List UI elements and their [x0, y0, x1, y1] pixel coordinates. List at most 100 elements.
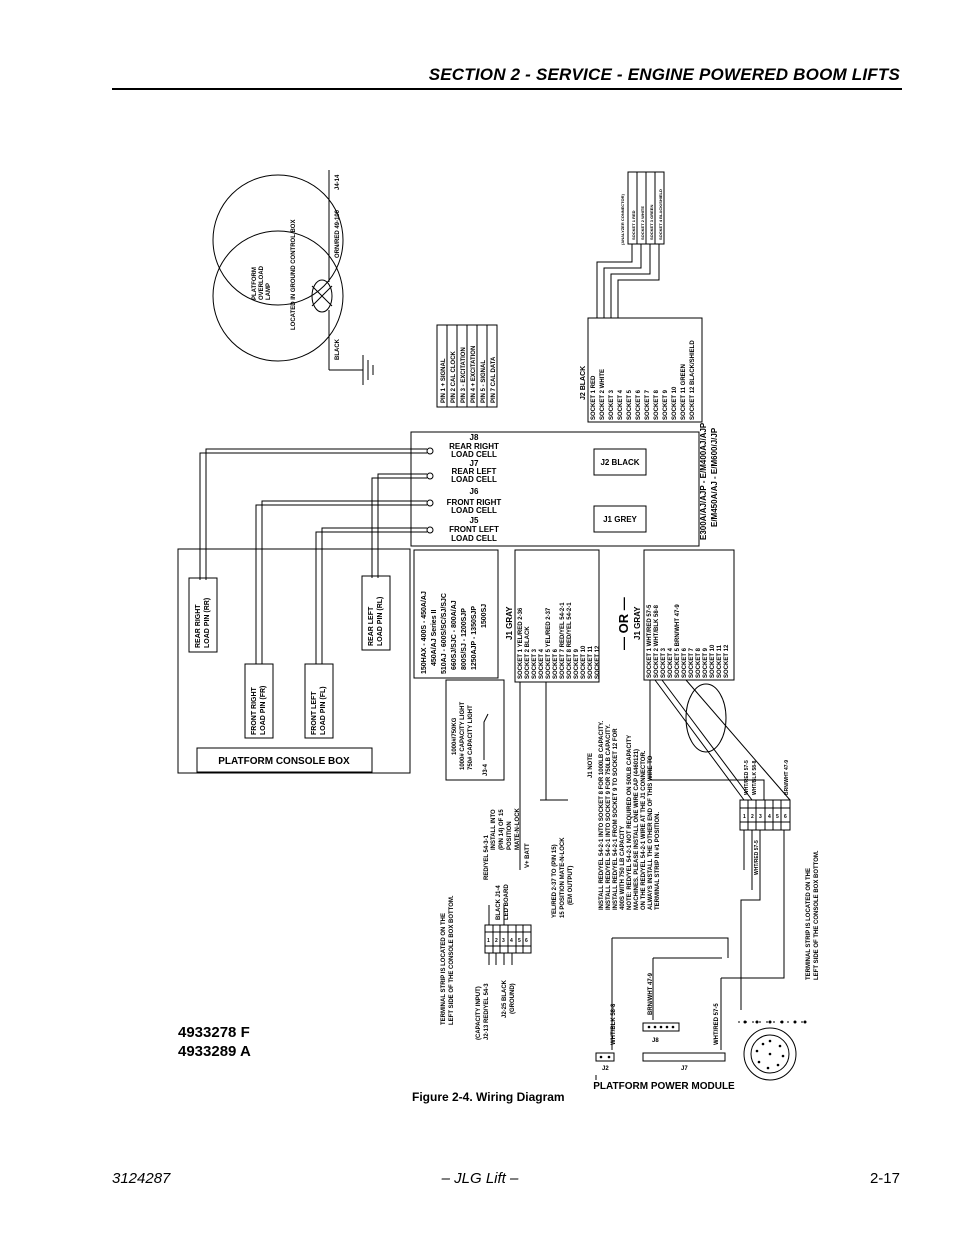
round-connector-pins — [599, 1020, 807, 1070]
wire-wht-blk-to-j2 — [612, 937, 729, 958]
svg-text:WHT/RED 57-5: WHT/RED 57-5 — [754, 840, 760, 875]
wire-black-label: BLACK — [335, 338, 341, 360]
svg-text:PIN 4 + EXCITATION: PIN 4 + EXCITATION — [471, 346, 477, 403]
svg-text:ALWAYS INSTALL THE OTHER END O: ALWAYS INSTALL THE OTHER END OF THIS WIR… — [648, 755, 654, 910]
power-module-j7-label: J7 — [681, 1066, 688, 1072]
svg-text:SOCKET 11: SOCKET 11 — [588, 645, 594, 679]
svg-text:SOCKET 12 BLACK/SHIELD: SOCKET 12 BLACK/SHIELD — [690, 340, 696, 420]
svg-text:LOAD PIN (FL): LOAD PIN (FL) — [320, 686, 327, 735]
svg-text:J8: J8 — [470, 433, 479, 442]
svg-text:150HAX - 400S - 450A/AJ: 150HAX - 400S - 450A/AJ — [421, 591, 428, 674]
svg-text:PIN 3 - EXCITATION: PIN 3 - EXCITATION — [461, 347, 467, 403]
svg-text:SOCKET 9: SOCKET 9 — [663, 389, 669, 420]
svg-text:V+ BATT: V+ BATT — [525, 843, 531, 868]
svg-text:800S/SJ - 1200SJP: 800S/SJ - 1200SJP — [461, 608, 468, 670]
j4-14-label: J4-14 — [335, 174, 341, 190]
section-header-title: SECTION 2 - SERVICE - ENGINE POWERED BOO… — [428, 65, 900, 84]
wire-wht-red-return — [721, 830, 785, 979]
svg-text:SOCKET 1 YEL/RED 2-36: SOCKET 1 YEL/RED 2-36 — [518, 607, 524, 679]
lamp-cross — [311, 285, 333, 307]
svg-text:SOCKET 2 WHITE: SOCKET 2 WHITE — [640, 206, 645, 240]
svg-text:J1 NOTE: J1 NOTE — [588, 753, 594, 778]
svg-text:BRN/WHT 47-9: BRN/WHT 47-9 — [784, 760, 790, 795]
svg-text:PIN 2 CAL CLOCK: PIN 2 CAL CLOCK — [451, 350, 457, 403]
svg-text:OVERLOAD: OVERLOAD — [259, 265, 265, 300]
svg-text:LAMP: LAMP — [266, 283, 272, 300]
part-number: 4933289 A — [178, 1043, 251, 1060]
svg-text:LOAD PIN (RR): LOAD PIN (RR) — [204, 598, 211, 648]
svg-text:SOCKET 10: SOCKET 10 — [672, 386, 678, 420]
svg-text:LEFT SIDE OF THE CONSOLE BOX B: LEFT SIDE OF THE CONSOLE BOX BOTTOM. — [814, 850, 820, 980]
load-pin-fl-box — [304, 663, 334, 739]
platform-console-box-label: PLATFORM CONSOLE BOX — [218, 756, 350, 767]
analyzer-text: (ANALYZER CONNECTOR) SOCKET 1 RED SOCKET… — [620, 189, 663, 245]
wire-fl-1 — [321, 527, 427, 664]
svg-text:PLATFORM: PLATFORM — [252, 267, 258, 300]
wire-fl-2 — [315, 531, 427, 664]
part-numbers: 4933278 F 4933289 A — [178, 1023, 251, 1061]
svg-text:SOCKET 5 YEL/RED 2-37: SOCKET 5 YEL/RED 2-37 — [546, 607, 552, 679]
svg-text:LOAD CELL: LOAD CELL — [451, 450, 497, 459]
svg-text:E300A/AJ/AJP - E/M400AJ/AJP: E300A/AJ/AJP - E/M400AJ/AJP — [699, 422, 708, 540]
models-list-1: 150HAX - 400S - 450A/AJ 450A/AJ Series I… — [421, 591, 488, 674]
svg-text:SOCKET 5: SOCKET 5 — [627, 389, 633, 420]
wire-fr-2 — [255, 504, 427, 664]
svg-text:LOAD PIN (FR): LOAD PIN (FR) — [260, 686, 267, 735]
svg-text:1: 1 — [743, 814, 746, 820]
platform-console-box-outline — [177, 548, 411, 774]
svg-text:FRONT LEFT: FRONT LEFT — [449, 525, 499, 534]
svg-text:1500SJ: 1500SJ — [481, 604, 488, 628]
svg-text:SOCKET 5 BRN/WHT 47-9: SOCKET 5 BRN/WHT 47-9 — [675, 604, 681, 678]
svg-text:(ANALYZER CONNECTOR): (ANALYZER CONNECTOR) — [620, 193, 625, 245]
svg-text:NOTE: RED/YEL 54-2-1 NOT REQUI: NOTE: RED/YEL 54-2-1 NOT REQUIRED ON 500… — [627, 735, 633, 910]
wire-orn-red-label: ORN/RED 49-100 — [335, 209, 341, 258]
svg-text:SOCKET 10: SOCKET 10 — [581, 645, 587, 679]
svg-text:J2-13 RED/YEL 54-3: J2-13 RED/YEL 54-3 — [484, 983, 490, 1040]
svg-text:TERMINAL STRIP IN #1 POSITION.: TERMINAL STRIP IN #1 POSITION. — [655, 812, 661, 910]
load-pin-fr-box — [244, 663, 274, 739]
svg-text:SOCKET 7 RED/YEL 54-2-1: SOCKET 7 RED/YEL 54-2-1 — [560, 602, 566, 679]
j1-gray-rows-1: SOCKET 1 YEL/RED 2-36 SOCKET 2 BLACK SOC… — [518, 602, 601, 679]
svg-text:1000# CAPACITY LIGHT: 1000# CAPACITY LIGHT — [460, 702, 466, 770]
analyzer-wire-2 — [603, 244, 642, 318]
svg-text:POSITION: POSITION — [507, 821, 513, 850]
located-in-ground-control-label: LOCATED IN GROUND CONTROL BOX — [291, 220, 297, 330]
svg-text:SOCKET 8: SOCKET 8 — [654, 389, 660, 420]
wire-bundle-ellipse — [685, 683, 727, 753]
ground-symbol — [362, 355, 374, 385]
ground-control-circle-right — [212, 174, 344, 306]
svg-text:SOCKET 1 RED: SOCKET 1 RED — [631, 210, 636, 240]
svg-text:SOCKET 2 BLACK: SOCKET 2 BLACK — [525, 626, 531, 679]
j1-gray-table-1 — [514, 549, 600, 683]
load-cell-labels: J8 REAR RIGHT LOAD CELL J7 REAR LEFT LOA… — [447, 433, 502, 543]
svg-text:SOCKET 6: SOCKET 6 — [636, 389, 642, 420]
svg-text:J6: J6 — [470, 487, 479, 496]
power-module-j7-connector — [642, 1052, 726, 1062]
svg-text:PIN 5 - SIGNAL: PIN 5 - SIGNAL — [481, 360, 487, 403]
footer-brand: – JLG Lift – — [441, 1170, 519, 1187]
j1-gray-title-1: J1 GRAY — [505, 606, 514, 640]
svg-text:3: 3 — [502, 938, 505, 944]
module-j1-grey-label: J1 GREY — [603, 515, 637, 524]
capacity-light-labels: 1000#/750KG 1000# CAPACITY LIGHT 750# CA… — [452, 702, 474, 770]
platform-power-module-label: PLATFORM POWER MODULE — [593, 1081, 735, 1092]
svg-text:REAR LEFT: REAR LEFT — [452, 467, 497, 476]
svg-text:SOCKET 3: SOCKET 3 — [609, 389, 615, 420]
svg-text:SOCKET 1 RED: SOCKET 1 RED — [591, 375, 597, 420]
svg-text:TERMINAL STRIP IS LOCATED ON T: TERMINAL STRIP IS LOCATED ON THE — [806, 868, 812, 980]
right-strip-wire-labels: WHT/RED 57-5 WHT/BLK 58-8 BRN/WHT 47-9 W… — [744, 760, 790, 875]
module-j2-black-label: J2 BLACK — [600, 458, 639, 467]
svg-text:MATE-N-LOCK: MATE-N-LOCK — [515, 807, 521, 850]
svg-text:450A/AJ Series II: 450A/AJ Series II — [431, 610, 438, 666]
svg-text:SOCKET 3: SOCKET 3 — [532, 648, 538, 679]
platform-overload-lamp-label: PLATFORM OVERLOAD LAMP — [252, 265, 272, 300]
wire-rr-2 — [199, 452, 427, 580]
power-module-j8-connector — [642, 1022, 680, 1032]
svg-text:SOCKET 2 WHITE: SOCKET 2 WHITE — [600, 369, 606, 420]
svg-text:INSTALL RED/YEL 54-2-1 FROM SO: INSTALL RED/YEL 54-2-1 FROM SOCKET 9 TO … — [613, 728, 619, 910]
pin-legend-text: PIN 1 + SIGNAL PIN 2 CAL CLOCK PIN 3 - E… — [441, 346, 497, 403]
figure-caption: Figure 2-4. Wiring Diagram — [412, 1090, 565, 1104]
svg-text:1000#/750KG: 1000#/750KG — [452, 717, 458, 755]
svg-text:(EM OUTPUT): (EM OUTPUT) — [568, 866, 574, 905]
